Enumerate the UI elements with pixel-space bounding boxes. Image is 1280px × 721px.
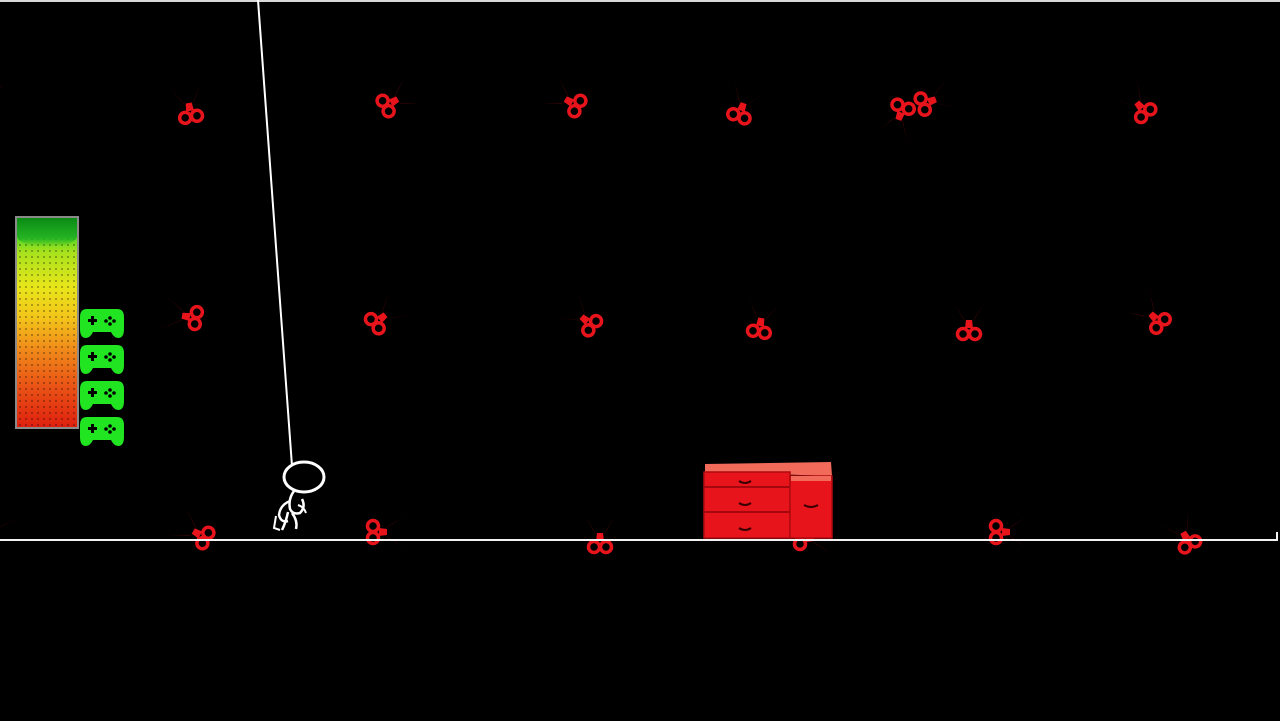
gamepad-icon [80, 309, 124, 338]
scissors-icon [1160, 508, 1203, 555]
gamepad-icon [80, 417, 124, 446]
scissors-icon [541, 76, 588, 119]
scissors-icon [169, 508, 216, 551]
gamepad-icon [80, 345, 124, 374]
meter-texture [17, 218, 77, 427]
stick-figure-character [272, 460, 326, 531]
scissors-icon [953, 302, 985, 342]
floor-end-marker [1276, 532, 1278, 540]
scissors-icon [169, 82, 205, 126]
scissors-icon [0, 84, 4, 101]
scissors-icon [877, 97, 916, 143]
lives-stack [79, 306, 125, 450]
scissors-icon [365, 516, 405, 548]
scissors-icon [584, 515, 616, 555]
scissors-icon [161, 296, 205, 332]
scissors-icon [0, 314, 8, 323]
scissors-icon [913, 78, 959, 117]
floor-line [0, 539, 1278, 541]
dresser-icon [703, 462, 833, 539]
scissors-icon [988, 516, 1028, 548]
meter-fill-top [17, 218, 77, 246]
scissors-icon [363, 290, 410, 336]
scissors-icon [1112, 78, 1158, 125]
scissors-icon [726, 80, 765, 126]
scissors-icon [557, 292, 604, 338]
scissors-icon [0, 518, 16, 531]
scissors-icon [1126, 289, 1172, 335]
health-meter [15, 216, 79, 429]
scissors-icon [745, 297, 781, 341]
top-border [0, 0, 1280, 2]
scissors-icon [375, 76, 422, 119]
gamepad-icon [80, 381, 124, 410]
